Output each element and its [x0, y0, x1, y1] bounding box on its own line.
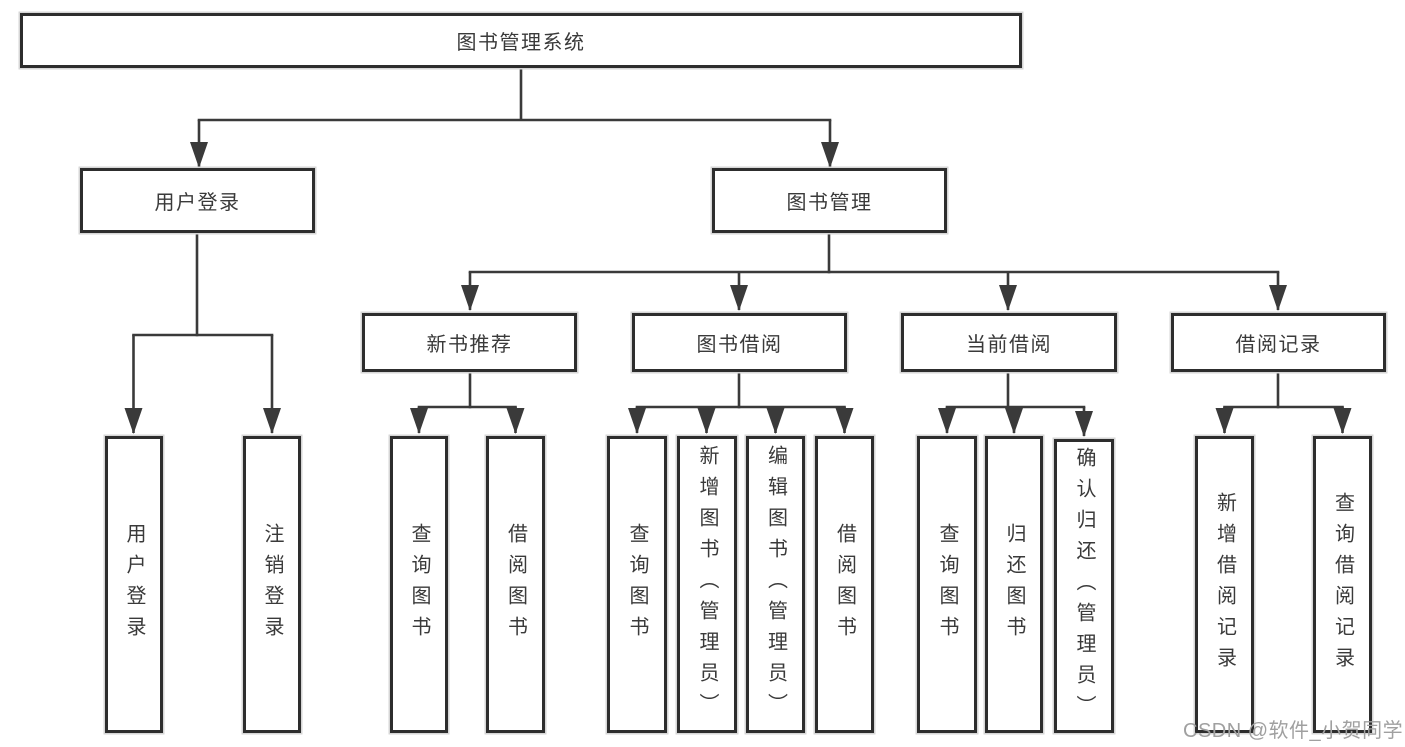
- leaf-borrow-books-2: 借阅图书: [815, 436, 874, 733]
- leaf-query-books: 查询图书: [390, 436, 448, 733]
- leaf-query-books-2: 查询图书: [607, 436, 667, 733]
- leaf-label: 查询图书: [936, 522, 958, 647]
- leaf-user-login: 用户登录: [105, 436, 163, 733]
- node-label: 新书推荐: [426, 334, 513, 356]
- node-label: 图书借阅: [696, 334, 783, 356]
- node-book-borrow: 图书借阅: [632, 313, 847, 372]
- leaf-query-books-3: 查询图书: [917, 436, 977, 733]
- node-book-management: 图书管理: [712, 168, 947, 233]
- leaf-add-borrow-record: 新增借阅记录: [1195, 436, 1254, 733]
- leaf-query-borrow-record: 查询借阅记录: [1313, 436, 1372, 733]
- leaf-label: 借阅图书: [504, 522, 527, 647]
- node-label: 图书管理系统: [456, 32, 586, 54]
- node-label: 用户登录: [154, 192, 241, 214]
- leaf-label: 新增借阅记录: [1213, 491, 1236, 678]
- leaf-label: 用户登录: [123, 522, 145, 647]
- leaf-label: 确认归还（管理员）: [1073, 446, 1095, 726]
- leaf-label: 查询借阅记录: [1331, 491, 1354, 678]
- leaf-add-books-admin: 新增图书（管理员）: [677, 436, 737, 733]
- leaf-borrow-books: 借阅图书: [486, 436, 545, 733]
- node-borrow-records: 借阅记录: [1171, 313, 1386, 372]
- leaf-confirm-return-admin: 确认归还（管理员）: [1054, 439, 1114, 733]
- leaf-label: 编辑图书（管理员）: [764, 445, 787, 724]
- leaf-label: 注销登录: [261, 522, 283, 647]
- leaf-return-books: 归还图书: [985, 436, 1043, 733]
- leaf-edit-books-admin: 编辑图书（管理员）: [746, 436, 805, 733]
- leaf-logout: 注销登录: [243, 436, 301, 733]
- leaf-label: 新增图书（管理员）: [696, 445, 718, 724]
- leaf-label: 归还图书: [1003, 522, 1025, 647]
- node-label: 借阅记录: [1235, 334, 1322, 356]
- node-library-management-system: 图书管理系统: [20, 13, 1022, 68]
- leaf-label: 查询图书: [626, 522, 648, 647]
- node-label: 图书管理: [786, 192, 873, 214]
- node-label: 当前借阅: [966, 334, 1052, 356]
- node-user-login: 用户登录: [80, 168, 315, 233]
- node-current-borrow: 当前借阅: [901, 313, 1117, 372]
- leaf-label: 借阅图书: [833, 522, 856, 647]
- leaf-label: 查询图书: [408, 522, 430, 647]
- node-new-book-recommend: 新书推荐: [362, 313, 577, 372]
- csdn-watermark: CSDN @软件_小贺同学: [1183, 720, 1404, 742]
